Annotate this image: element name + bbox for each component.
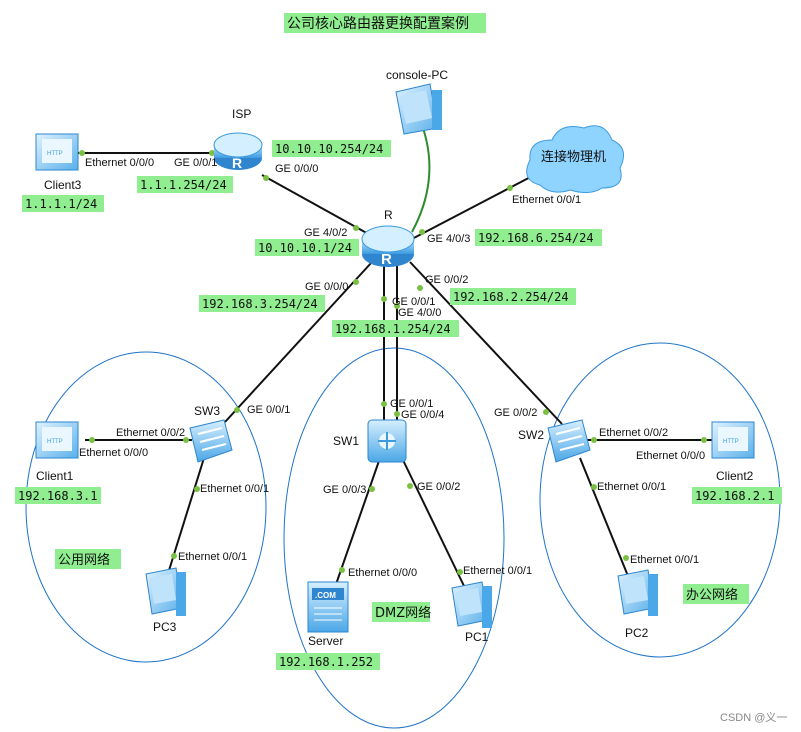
- dmz-zone-label: DMZ网络: [375, 605, 431, 621]
- link-sw3-pc3: [165, 457, 205, 581]
- links: [78, 152, 713, 591]
- svg-text:R: R: [381, 251, 392, 268]
- link-isp-r: [261, 174, 373, 237]
- client2-ip: 192.168.2.1: [695, 489, 774, 503]
- link-r-cloud: [409, 171, 541, 241]
- port-r-ge40: GE 4/0/0: [398, 307, 441, 319]
- client1-ip: 192.168.3.1: [18, 489, 97, 503]
- cloud-icon[interactable]: [526, 125, 625, 194]
- port-isp-ge0: GE 0/0/0: [275, 163, 318, 175]
- public-zone-label: 公用网络: [58, 552, 110, 568]
- svg-text:HTTP: HTTP: [47, 439, 63, 445]
- port-sw2-eth1: Ethernet 0/0/1: [597, 481, 666, 493]
- isp-left-ip: 1.1.1.254/24: [140, 178, 227, 192]
- port-sw3-eth1: Ethernet 0/0/1: [200, 483, 269, 495]
- link-console-r: [411, 127, 431, 233]
- sw3-switch-icon[interactable]: [189, 419, 233, 463]
- diagram-title: 公司核心路由器更换配置案例: [287, 15, 469, 32]
- port-dots: [79, 150, 707, 575]
- port-r-ge42: GE 4/0/2: [304, 227, 347, 239]
- svg-text:HTTP: HTTP: [47, 151, 63, 157]
- svg-text:HTTP: HTTP: [723, 439, 739, 445]
- port-sw1-ge03: GE 0/0/3: [323, 484, 366, 496]
- r-sw3-ip: 192.168.3.254/24: [202, 297, 318, 311]
- pc1-icon[interactable]: [451, 581, 492, 628]
- isp-label: ISP: [232, 107, 251, 121]
- pc3-icon[interactable]: [145, 567, 186, 616]
- link-sw2-pc2: [579, 457, 629, 577]
- port-client3-eth: Ethernet 0/0/0: [85, 157, 154, 169]
- core-router-icon[interactable]: R: [361, 225, 415, 268]
- client3-label: Client3: [44, 178, 82, 192]
- port-isp-ge1: GE 0/0/1: [174, 157, 217, 169]
- port-sw1-ge04: GE 0/0/4: [401, 409, 444, 421]
- r-cloud-ip: 192.168.6.254/24: [478, 231, 594, 245]
- r-sw1-ip: 192.168.1.254/24: [335, 322, 451, 336]
- isp-top-ip: 10.10.10.254/24: [275, 142, 383, 156]
- client3-ip: 1.1.1.1/24: [25, 197, 97, 211]
- link-sw1-pc1: [401, 457, 466, 589]
- link-r-sw3: [224, 261, 373, 423]
- port-sw2-ge02: GE 0/0/2: [494, 407, 537, 419]
- title-bg: [284, 13, 486, 33]
- port-r-ge02: GE 0/0/2: [425, 274, 468, 286]
- server-ip: 192.168.1.252: [279, 655, 373, 669]
- console-pc-icon[interactable]: [395, 83, 442, 135]
- port-pc2-eth1: Ethernet 0/0/1: [630, 554, 699, 566]
- port-r-ge01: GE 0/0/1: [392, 296, 435, 308]
- sw1-label: SW1: [333, 434, 359, 448]
- port-sw1-ge02: GE 0/0/2: [417, 481, 460, 493]
- console-pc-label: console-PC: [386, 68, 448, 82]
- port-pc1-eth1: Ethernet 0/0/1: [463, 565, 532, 577]
- dmz-zone-ellipse: [283, 347, 505, 729]
- r-sw2-ip: 192.168.2.254/24: [453, 290, 569, 304]
- port-sw2-eth2: Ethernet 0/0/2: [599, 427, 668, 439]
- port-r-ge43: GE 4/0/3: [427, 233, 470, 245]
- port-cloud-eth: Ethernet 0/0/1: [512, 194, 581, 206]
- svg-text:.COM: .COM: [315, 591, 336, 600]
- link-r-sw2: [409, 261, 563, 425]
- port-r-ge00: GE 0/0/0: [305, 281, 348, 293]
- pc2-icon[interactable]: [617, 569, 658, 616]
- watermark: CSDN @义一: [720, 711, 787, 724]
- port-client1-eth0: Ethernet 0/0/0: [79, 447, 148, 459]
- sw1-switch-icon[interactable]: [367, 419, 407, 463]
- pc3-label: PC3: [153, 620, 177, 634]
- isp-router-icon[interactable]: R: [213, 132, 263, 171]
- client2-label: Client2: [716, 469, 754, 483]
- server-label: Server: [308, 634, 343, 648]
- sw2-label: SW2: [518, 428, 544, 442]
- office-zone-label: 办公网络: [686, 587, 738, 603]
- cloud-label: 连接物理机: [541, 149, 606, 165]
- svg-text:R: R: [232, 155, 242, 171]
- port-sw1-ge01: GE 0/0/1: [390, 398, 433, 410]
- client3-icon[interactable]: HTTP: [35, 133, 79, 171]
- port-pc3-eth1: Ethernet 0/0/1: [178, 551, 247, 563]
- client1-icon[interactable]: HTTP: [35, 421, 79, 459]
- server-icon[interactable]: .COM: [307, 581, 349, 633]
- client1-label: Client1: [36, 469, 74, 483]
- pc2-label: PC2: [625, 626, 649, 640]
- sw2-switch-icon[interactable]: [547, 419, 591, 463]
- port-server-eth0: Ethernet 0/0/0: [348, 567, 417, 579]
- ip-label-backgrounds: [15, 140, 782, 670]
- port-client2-eth0: Ethernet 0/0/0: [636, 450, 705, 462]
- port-sw3-eth2: Ethernet 0/0/2: [116, 427, 185, 439]
- r-label: R: [384, 208, 393, 222]
- client2-icon[interactable]: HTTP: [711, 421, 755, 459]
- r-isp-ip: 10.10.10.1/24: [258, 241, 352, 255]
- port-sw3-ge01: GE 0/0/1: [247, 404, 290, 416]
- public-zone-ellipse: [25, 351, 267, 663]
- sw3-label: SW3: [194, 404, 220, 418]
- pc1-label: PC1: [465, 630, 489, 644]
